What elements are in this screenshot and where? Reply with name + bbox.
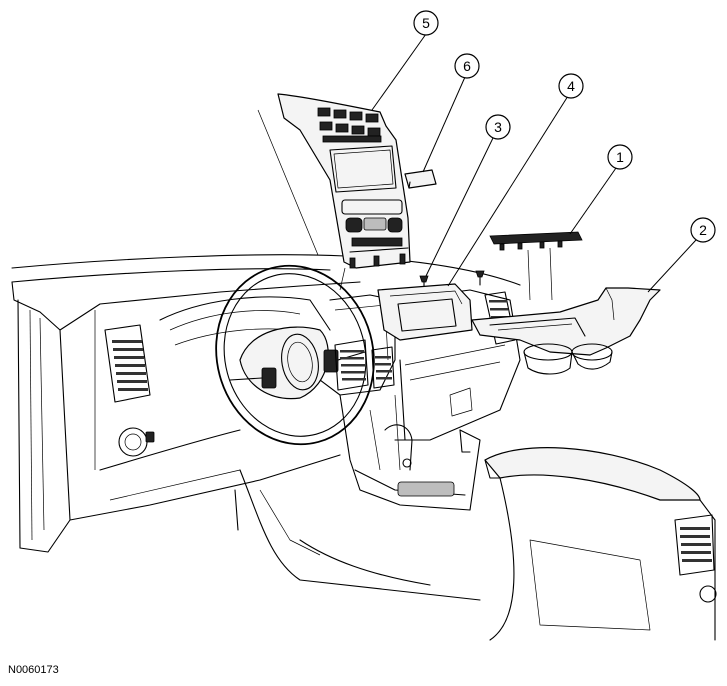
callout-1: 1	[569, 144, 633, 235]
storage-bin	[377, 283, 473, 341]
callout-4-label: 4	[567, 78, 575, 94]
callout-5-label: 5	[422, 15, 430, 31]
callout-3: 3	[425, 114, 511, 277]
steering-wheel	[215, 264, 375, 446]
callout-6: 6	[422, 53, 480, 173]
left-air-vent	[104, 324, 151, 403]
callout-6-label: 6	[463, 58, 471, 74]
callout-2-label: 2	[699, 222, 707, 238]
rear-console-armrest	[484, 447, 717, 641]
headlamp-switch	[118, 427, 155, 457]
center-air-vent	[334, 339, 395, 391]
callout-3-label: 3	[494, 119, 502, 135]
callout-5: 5	[371, 10, 439, 111]
callout-2: 2	[647, 217, 716, 293]
center-stack-bezel	[257, 93, 411, 291]
callout-4: 4	[447, 73, 584, 287]
center-stack-module	[404, 169, 437, 189]
bezel-clips	[349, 253, 406, 269]
figure-id: N0060173	[8, 664, 59, 676]
callout-1-label: 1	[616, 149, 624, 165]
retaining-clips	[419, 270, 485, 291]
bezel-top-buttons	[317, 107, 382, 143]
console-tray	[471, 287, 661, 375]
trim-panel	[489, 231, 583, 301]
